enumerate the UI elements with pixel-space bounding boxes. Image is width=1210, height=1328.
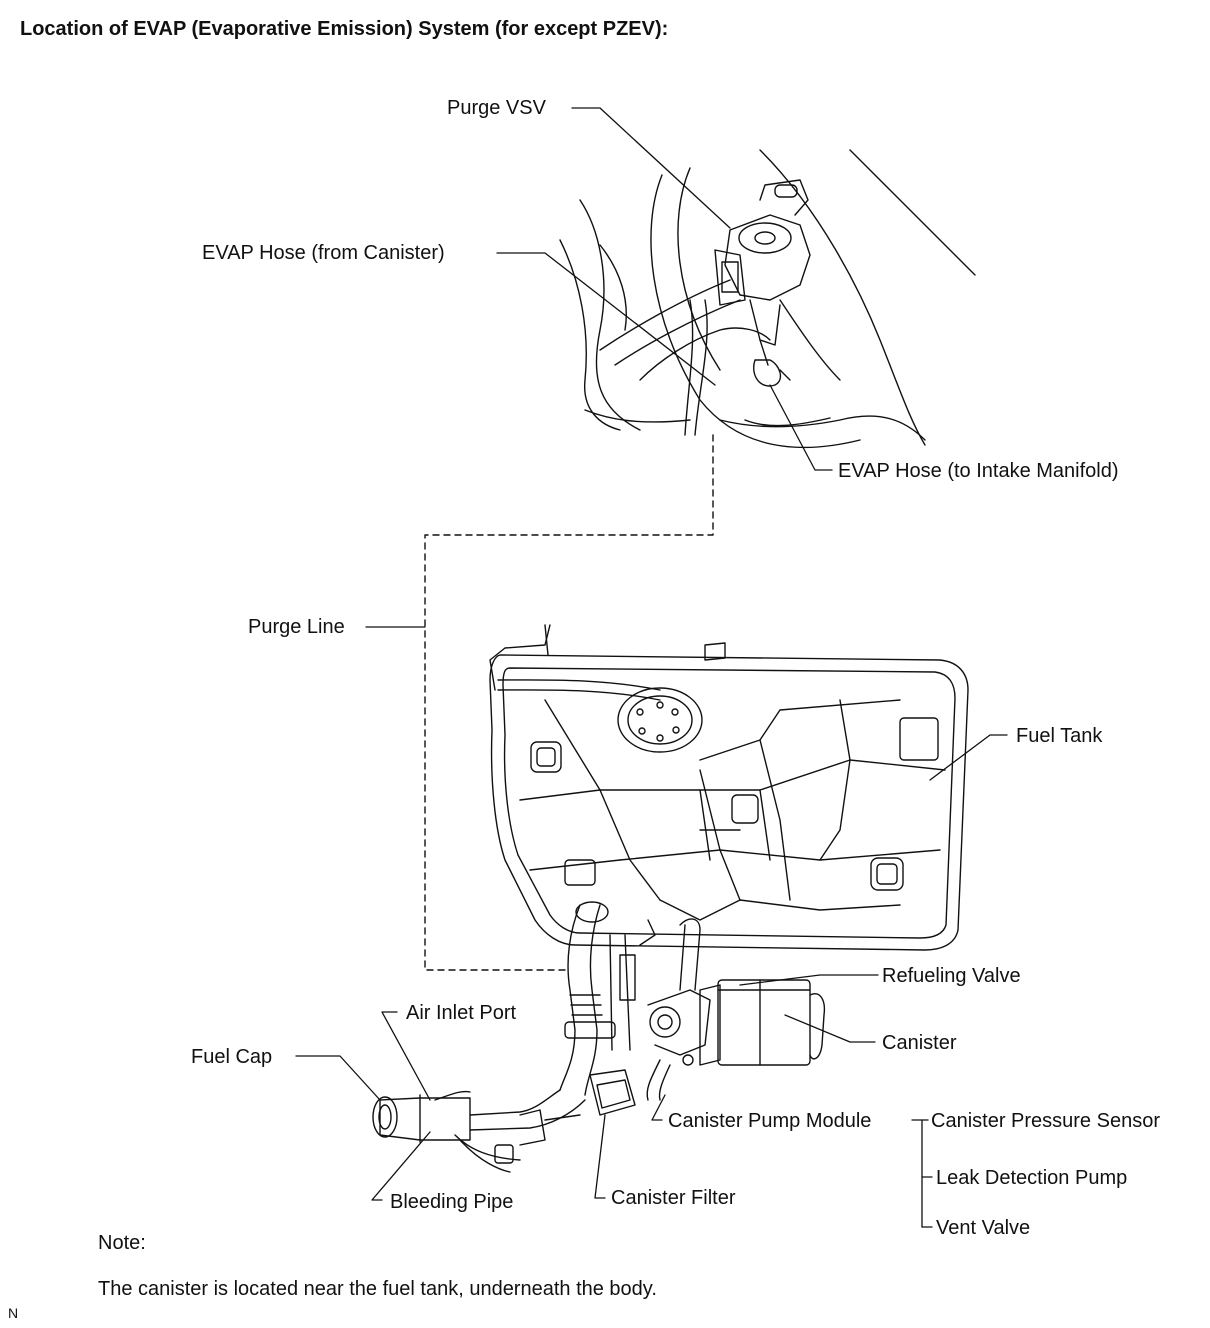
label-fuel-cap: Fuel Cap [191, 1046, 273, 1068]
purge-line-dashed [424, 434, 714, 971]
leader-lines [295, 107, 1008, 1228]
label-vent-valve: Vent Valve [936, 1217, 1031, 1239]
page-title: Location of EVAP (Evaporative Emission) … [20, 18, 669, 40]
label-fuel-tank: Fuel Tank [1016, 725, 1103, 747]
label-canister-pressure-sensor: Canister Pressure Sensor [931, 1110, 1160, 1132]
label-canister-pump-module: Canister Pump Module [668, 1110, 872, 1132]
label-purge-line: Purge Line [248, 616, 345, 638]
label-canister-filter: Canister Filter [611, 1187, 736, 1209]
label-refueling-valve: Refueling Valve [882, 965, 1021, 987]
fuel-tank-drawing [489, 624, 969, 951]
label-air-inlet-port: Air Inlet Port [406, 1002, 517, 1024]
note-text: The canister is located near the fuel ta… [98, 1278, 657, 1300]
label-evap-hose-to-intake-manifold: EVAP Hose (to Intake Manifold) [838, 460, 1119, 482]
label-leak-detection-pump: Leak Detection Pump [936, 1167, 1128, 1189]
label-purge-vsv: Purge VSV [447, 97, 546, 119]
note-heading: Note: [98, 1232, 146, 1254]
canister-assembly-drawing [372, 901, 826, 1173]
label-bleeding-pipe: Bleeding Pipe [390, 1191, 514, 1213]
label-evap-hose-from-canister: EVAP Hose (from Canister) [202, 242, 445, 264]
engine-bay-drawing [559, 149, 976, 449]
label-canister: Canister [882, 1032, 957, 1054]
corner-mark: N [8, 1305, 19, 1321]
